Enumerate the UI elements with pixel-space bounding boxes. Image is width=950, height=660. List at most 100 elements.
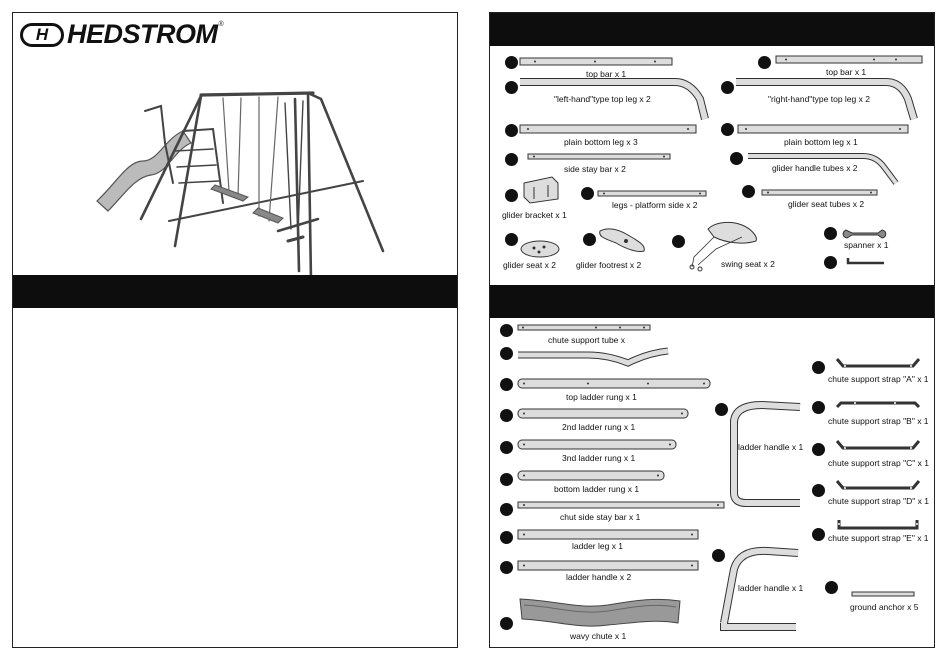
part-label: chute support strap "C" x 1	[828, 458, 929, 468]
tube-drawing	[737, 124, 909, 134]
part-label: top ladder rung x 1	[566, 392, 637, 402]
part-label: chute support strap "B" x 1	[828, 416, 929, 426]
parts-header-bar-1	[490, 13, 934, 46]
part-bullet	[742, 185, 755, 198]
strap-drawing	[837, 520, 919, 530]
part-label: bottom ladder rung x 1	[554, 484, 640, 494]
part-label: "right-hand"type top leg x 2	[768, 94, 870, 104]
tube-drawing	[519, 124, 697, 134]
part-bullet	[758, 56, 771, 69]
part-label: wavy chute x 1	[570, 631, 627, 641]
strap-drawing	[835, 401, 921, 409]
part-bullet	[812, 361, 825, 374]
part-bullet	[500, 378, 513, 391]
part-bullet	[505, 81, 518, 94]
part-label: top bar x 1	[826, 67, 867, 77]
allen-key-icon	[846, 258, 884, 265]
part-label: side stay bar x 2	[564, 164, 626, 174]
part-bullet	[824, 227, 837, 240]
left-page: H HEDSTROM ®	[12, 12, 458, 648]
tube-drawing	[517, 378, 711, 389]
part-label: chut side stay bar x 1	[560, 512, 641, 522]
part-label: spanner x 1	[844, 240, 889, 250]
glider-footrest-drawing	[599, 228, 645, 252]
part-bullet	[500, 503, 513, 516]
tube-drawing	[748, 153, 899, 185]
part-bullet	[505, 189, 518, 202]
part-bullet	[500, 441, 513, 454]
part-label: ladder leg x 1	[572, 541, 624, 551]
part-label: ladder handle x 2	[566, 572, 632, 582]
part-bullet	[721, 81, 734, 94]
part-label: 2nd ladder rung x 1	[562, 422, 636, 432]
right-page: top bar x 1 top bar x 1 "left-hand"type …	[489, 12, 935, 648]
part-label: chute support strap "D" x 1	[828, 496, 929, 506]
part-bullet	[505, 56, 518, 69]
part-label: top bar x 1	[586, 69, 627, 79]
glider-bracket-drawing	[523, 176, 559, 204]
part-bullet	[500, 409, 513, 422]
ground-anchor-drawing	[851, 591, 915, 597]
part-bullet	[721, 123, 734, 136]
registered-mark: ®	[218, 21, 224, 28]
part-label: legs - platform side x 2	[612, 200, 698, 210]
part-label: 3nd ladder rung x 1	[562, 453, 636, 463]
part-label: chute support strap "E" x 1	[828, 533, 929, 543]
part-bullet	[500, 531, 513, 544]
tube-drawing	[517, 324, 651, 331]
part-label: "left-hand"type top leg x 2	[554, 94, 651, 104]
spanner-icon	[842, 229, 887, 239]
part-bullet	[672, 235, 685, 248]
strap-drawing	[835, 440, 921, 450]
part-label: glider seat x 2	[503, 260, 556, 270]
part-label: glider seat tubes x 2	[788, 199, 865, 209]
tube-drawing	[597, 190, 707, 197]
part-label: ladder handle x 1	[738, 583, 804, 593]
tube-drawing	[518, 347, 669, 367]
part-bullet	[712, 549, 725, 562]
tube-drawing	[761, 189, 878, 196]
strap-drawing	[835, 480, 921, 490]
brand-logo: H HEDSTROM ®	[20, 21, 224, 48]
wavy-chute-drawing	[519, 598, 681, 627]
part-label: ladder handle x 1	[738, 442, 804, 452]
part-bullet	[500, 561, 513, 574]
ladder-handle-drawing	[730, 400, 801, 507]
part-bullet	[505, 153, 518, 166]
tube-drawing	[517, 439, 677, 450]
part-label: plain bottom leg x 1	[784, 137, 858, 147]
tube-drawing	[775, 55, 923, 64]
part-bullet	[500, 473, 513, 486]
tube-drawing	[520, 78, 709, 120]
parts-header-bar-2	[490, 285, 934, 318]
ladder-handle-drawing	[720, 546, 799, 631]
part-bullet	[505, 233, 518, 246]
left-section-header-bar	[13, 275, 457, 308]
tube-drawing	[517, 560, 699, 571]
brand-name: HEDSTROM	[67, 19, 218, 49]
part-bullet	[812, 401, 825, 414]
tube-drawing	[517, 470, 665, 481]
tube-drawing	[736, 78, 918, 121]
swing-set-illustration	[96, 91, 385, 283]
part-bullet	[812, 484, 825, 497]
part-bullet	[583, 233, 596, 246]
part-bullet	[500, 347, 513, 360]
swing-seat-drawing	[689, 221, 757, 272]
part-bullet	[825, 581, 838, 594]
part-label: glider handle tubes x 2	[772, 163, 858, 173]
part-bullet	[500, 324, 513, 337]
part-bullet	[730, 152, 743, 165]
part-bullet	[812, 443, 825, 456]
tube-drawing	[517, 529, 699, 540]
part-label: glider footrest x 2	[576, 260, 642, 270]
part-label: chute support strap "A" x 1	[828, 374, 929, 384]
brand-badge: H	[20, 22, 64, 47]
part-bullet	[505, 124, 518, 137]
part-label: swing seat x 2	[721, 259, 775, 269]
glider-seat-drawing	[520, 240, 560, 258]
part-bullet	[824, 256, 837, 269]
part-label: ground anchor x 5	[850, 602, 919, 612]
part-bullet	[715, 403, 728, 416]
part-bullet	[500, 617, 513, 630]
